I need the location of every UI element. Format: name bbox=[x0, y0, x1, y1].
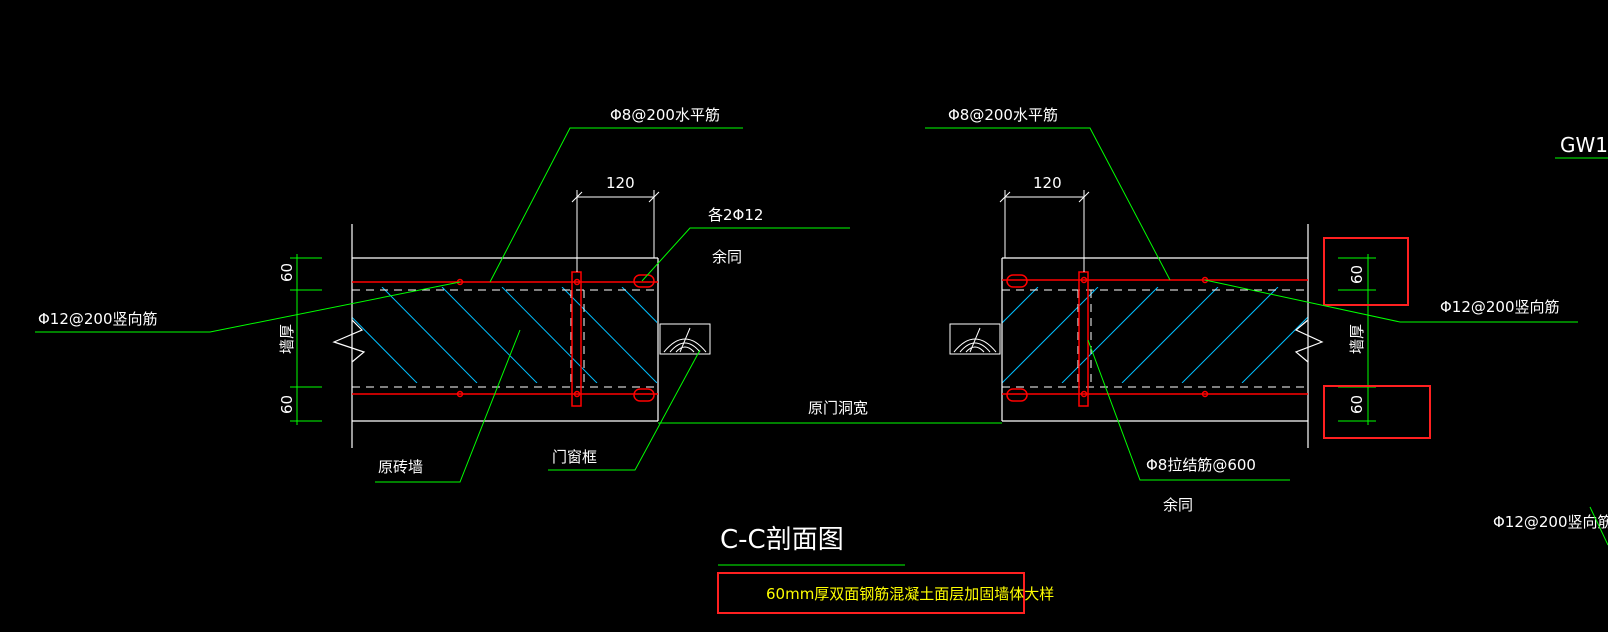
right-rebar bbox=[1002, 271, 1308, 407]
left-wall-outline bbox=[351, 224, 659, 448]
right-dashed-lines bbox=[1002, 289, 1308, 388]
left-dim-120-text: 120 bbox=[606, 174, 635, 192]
right-dim-60-top: 60 bbox=[1348, 265, 1366, 284]
left-rebar bbox=[352, 271, 658, 407]
label-gw: GW1. bbox=[1560, 133, 1608, 157]
left-wall-hatch bbox=[352, 287, 657, 383]
right-door-frame-wood bbox=[949, 323, 1001, 355]
right-dim-wall: 墙厚 bbox=[1348, 324, 1366, 354]
label-far-right-vert-bar: Φ12@200竖向筋 bbox=[1493, 513, 1608, 531]
left-dim-120 bbox=[571, 190, 660, 272]
label-same-right: 余同 bbox=[1163, 496, 1193, 514]
right-dim-60-bottom: 60 bbox=[1348, 395, 1366, 414]
left-dim-60-top: 60 bbox=[278, 263, 296, 282]
left-dim-wall: 墙厚 bbox=[278, 324, 296, 354]
drawing-subtitle: 60mm厚双面钢筋混凝土面层加固墙体大样 bbox=[766, 585, 1054, 603]
label-opening-width: 原门洞宽 bbox=[808, 399, 868, 417]
left-dim-60-bottom: 60 bbox=[278, 395, 296, 414]
leader-lines bbox=[35, 127, 1578, 566]
label-right-vert-bar: Φ12@200竖向筋 bbox=[1440, 298, 1560, 316]
highlight-box-top bbox=[1323, 237, 1409, 306]
label-left-vert-bar: Φ12@200竖向筋 bbox=[38, 310, 158, 328]
highlight-box-bottom bbox=[1323, 385, 1431, 439]
left-door-frame-wood bbox=[659, 323, 711, 355]
left-wall-section: 120 60 墙厚 60 bbox=[278, 174, 711, 448]
left-break-line bbox=[332, 319, 366, 363]
right-wall-section: 120 60 墙厚 60 bbox=[949, 174, 1431, 448]
right-break-line bbox=[1294, 319, 1324, 363]
label-tie-bar: Φ8拉结筋@600 bbox=[1146, 456, 1256, 474]
drawing-title: C-C剖面图 bbox=[720, 525, 844, 555]
label-brick-wall: 原砖墙 bbox=[378, 458, 423, 476]
left-dashed-lines bbox=[352, 289, 658, 388]
right-dim-120-text: 120 bbox=[1033, 174, 1062, 192]
subtitle-box bbox=[717, 572, 1025, 614]
label-door-frame: 门窗框 bbox=[552, 448, 597, 466]
label-same-left: 余同 bbox=[712, 248, 742, 266]
label-left-horiz-bar: Φ8@200水平筋 bbox=[610, 106, 720, 124]
right-dim-vertical bbox=[1338, 254, 1376, 425]
left-dim-vertical bbox=[290, 254, 322, 425]
right-wall-outline bbox=[1001, 224, 1309, 448]
far-right-leader bbox=[1589, 506, 1608, 546]
label-right-horiz-bar: Φ8@200水平筋 bbox=[948, 106, 1058, 124]
label-corner-bar: 各2Φ12 bbox=[708, 206, 763, 224]
right-dim-120 bbox=[999, 190, 1090, 272]
